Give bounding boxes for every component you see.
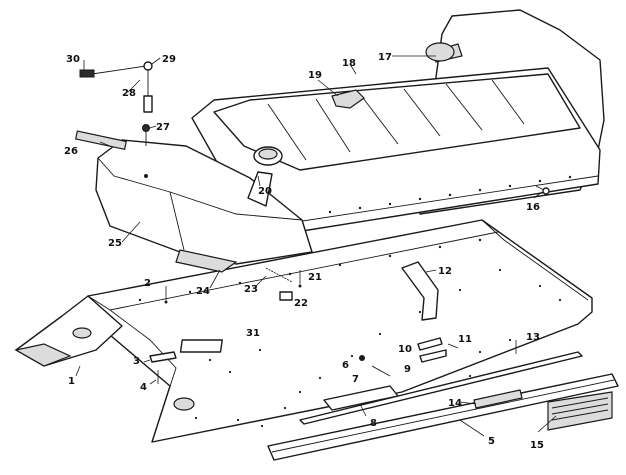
callout-3: 3 [133,356,140,367]
clip-22 [279,291,293,301]
callout-2: 2 [144,278,151,289]
hardware [149,267,517,384]
seat-badge [331,89,365,109]
seat-rivets [328,175,572,214]
spring-23 [265,267,293,283]
callouts: 1 2 3 4 5 6 7 8 9 10 11 12 13 14 15 16 1… [64,52,544,451]
callout-6: 6 [342,360,349,371]
seat-assembly [191,9,605,233]
callout-27: 27 [156,122,170,133]
callout-13: 13 [526,332,540,343]
side-rail [299,351,583,425]
latch-9 [419,349,447,363]
deflector-12 [401,261,439,321]
callout-16: 16 [526,202,540,213]
callout-1: 1 [68,376,75,387]
callout-8: 8 [370,418,377,429]
callout-18: 18 [342,58,356,69]
callout-14: 14 [448,398,462,409]
bracket-3 [149,351,177,363]
callout-5: 5 [488,436,495,447]
grommet-27 [142,124,150,132]
callout-20: 20 [258,186,272,197]
callout-4: 4 [140,382,147,393]
fuel-tank [95,139,313,273]
callout-29: 29 [162,54,176,65]
fuel-line-assembly [79,61,153,146]
callout-15: 15 [530,440,544,451]
callout-30: 30 [66,54,80,65]
callout-22: 22 [294,298,308,309]
callout-23: 23 [244,284,258,295]
callout-9: 9 [404,364,411,375]
callout-26: 26 [64,146,78,157]
running-board [267,373,619,461]
callout-11: 11 [458,334,472,345]
belly-pan [14,219,593,443]
callout-24: 24 [196,286,210,297]
callout-25: 25 [108,238,122,249]
filler-neck [247,171,273,207]
callout-31: 31 [246,328,260,339]
callout-19: 19 [308,70,322,81]
callout-21: 21 [308,272,322,283]
callout-12: 12 [438,266,452,277]
decal-31 [179,339,223,353]
latch-10 [417,337,443,351]
leader-lines [75,55,557,437]
callout-28: 28 [122,88,136,99]
callout-10: 10 [398,344,412,355]
pan-rivets [138,238,562,428]
callout-17: 17 [378,52,392,63]
seat-cushion [213,73,581,171]
bolt-16 [535,185,550,195]
callout-7: 7 [352,374,359,385]
fuel-gauge-strip [74,130,127,151]
reinforcement-24 [473,389,523,409]
